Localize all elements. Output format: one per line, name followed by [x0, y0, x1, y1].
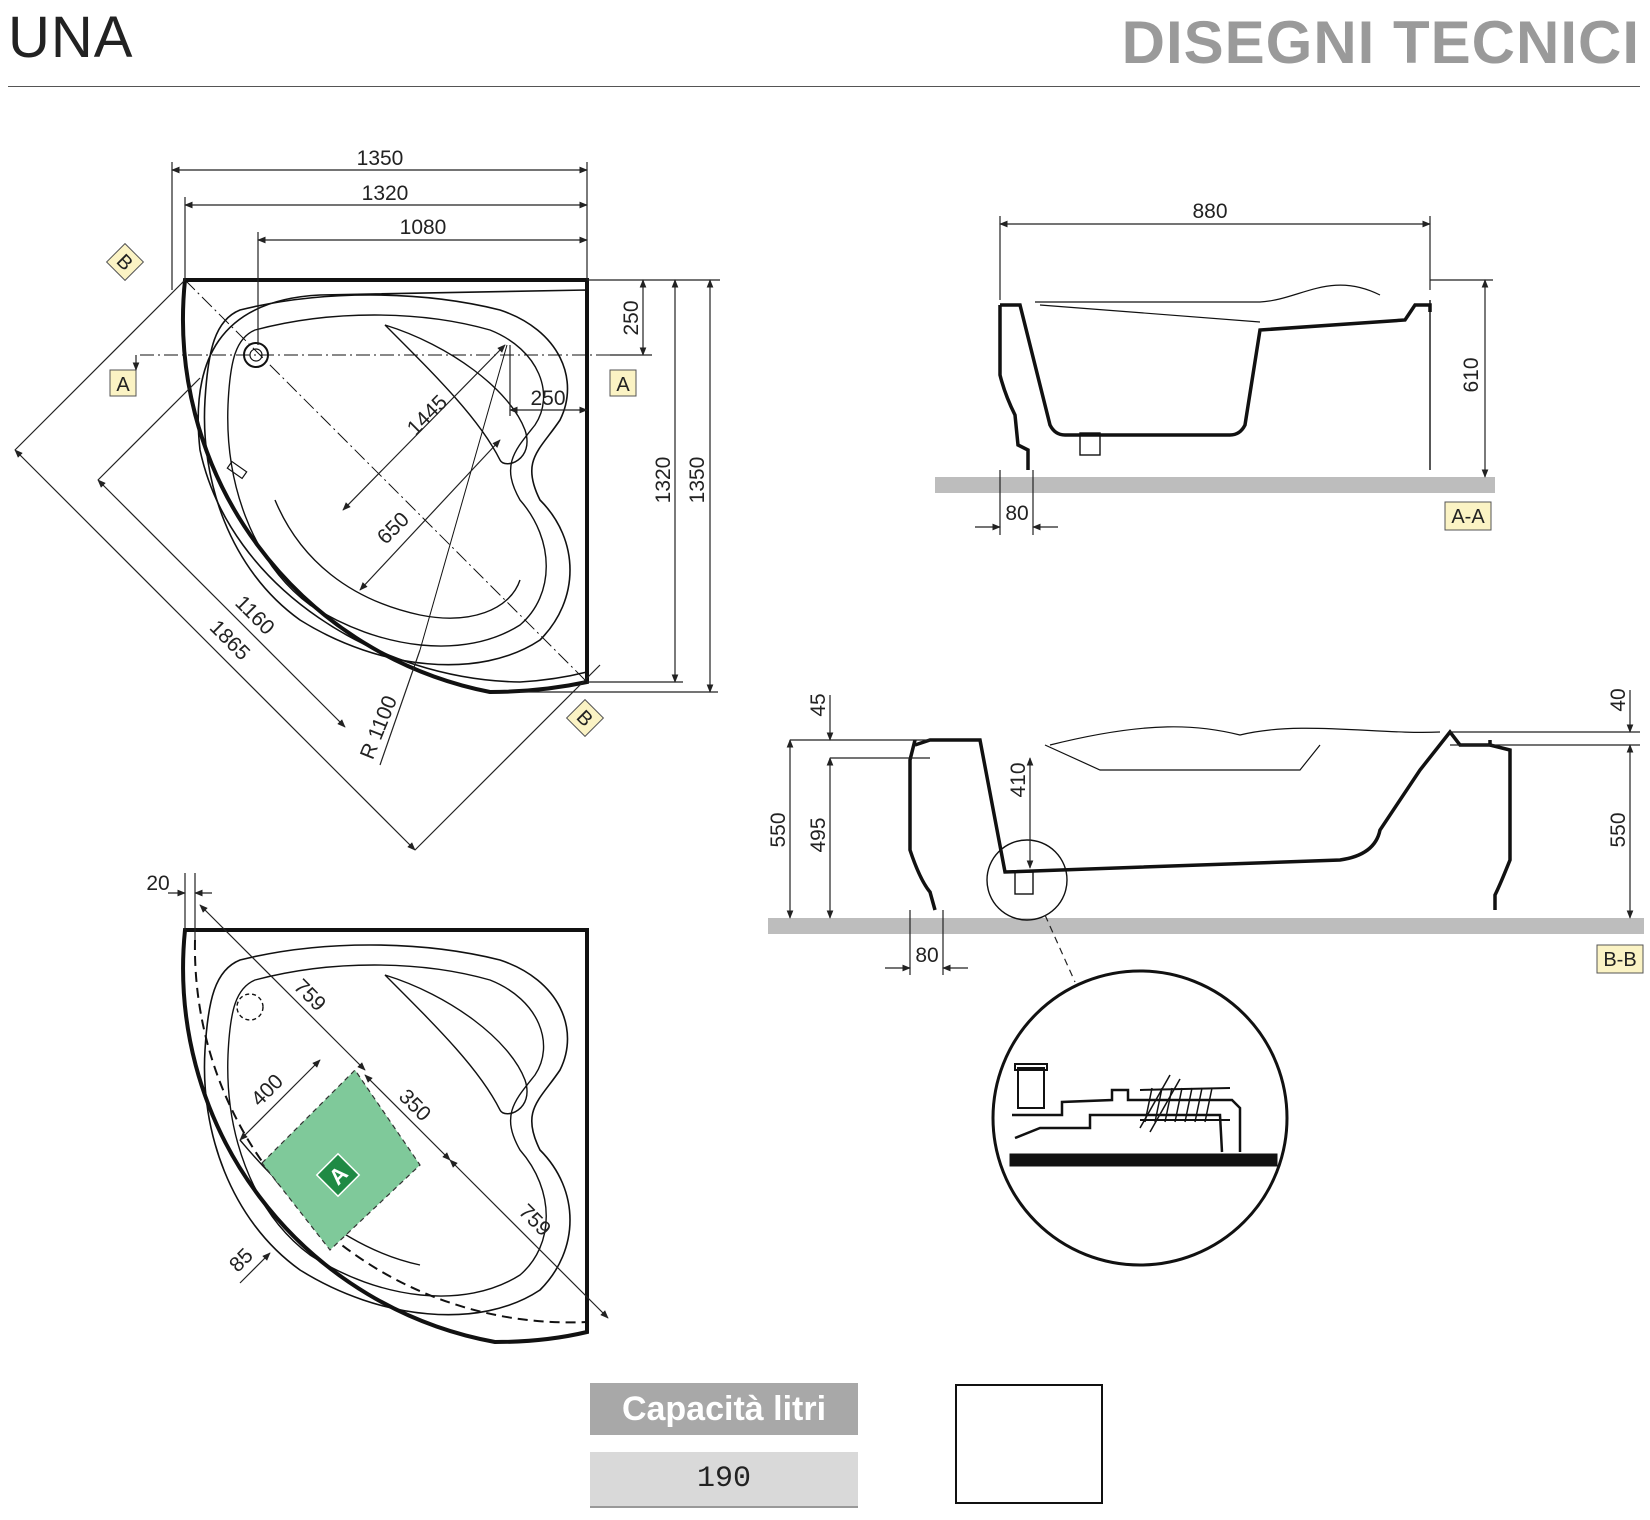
section-title: DISEGNI TECNICI [1121, 9, 1640, 76]
plan-top-dimensions [14, 162, 720, 851]
zone-a-tag: A [315, 1152, 361, 1198]
dim-40: 40 [1607, 688, 1630, 711]
dim-610: 610 [1460, 357, 1483, 392]
marker-b-bottom: B [565, 698, 605, 738]
section-a-a: 880 610 80 A-A [935, 200, 1495, 535]
marker-a-right: A [609, 369, 637, 397]
legend-box [955, 1384, 1103, 1504]
dim-1350: 1350 [357, 147, 404, 170]
dim-1080: 1080 [400, 216, 447, 239]
drain-detail [991, 969, 1289, 1267]
page-header: UNA DISEGNI TECNICI [0, 0, 1650, 90]
dim-45: 45 [807, 693, 830, 716]
section-markers: A A B B [105, 242, 637, 738]
dim-1320: 1320 [362, 182, 409, 205]
tag-b-b: B-B [1603, 949, 1636, 971]
dim-80-aa: 80 [1005, 502, 1028, 525]
dim-20: 20 [146, 872, 169, 895]
svg-text:A: A [616, 374, 630, 396]
header-divider [8, 86, 1640, 87]
dim-759-upper: 759 [289, 975, 330, 1016]
dim-r1100: R 1100 [356, 693, 402, 763]
svg-text:A: A [116, 374, 130, 396]
dim-250-vertical: 250 [620, 300, 643, 335]
installation-zone: A [261, 1069, 421, 1251]
section-b-b: 45 40 550 495 410 550 80 B-B [767, 688, 1644, 983]
dim-550-left: 550 [767, 812, 790, 847]
dim-880: 880 [1192, 200, 1227, 223]
marker-b-top: B [105, 242, 145, 282]
dim-495: 495 [807, 817, 830, 852]
marker-a-left: A [109, 355, 140, 397]
dim-80-bb: 80 [915, 944, 938, 967]
plan-bottom-dimensions [168, 873, 609, 1319]
tag-a-a: A-A [1451, 506, 1485, 528]
dim-410: 410 [1007, 762, 1030, 797]
dim-1445: 1445 [403, 391, 452, 440]
plan-top-dimension-labels: 1350 1320 1080 250 1320 1350 250 1445 65… [205, 147, 709, 763]
capacity-label: Capacità litri [590, 1383, 858, 1435]
dim-350: 350 [394, 1085, 435, 1126]
dim-400: 400 [247, 1070, 288, 1111]
dim-1320-vertical: 1320 [652, 457, 675, 504]
dim-650: 650 [373, 508, 414, 549]
dim-759-lower: 759 [514, 1200, 555, 1241]
capacity-value: 190 [590, 1452, 858, 1508]
product-title: UNA [8, 5, 134, 70]
dim-550-right: 550 [1607, 812, 1630, 847]
dim-1350-vertical: 1350 [686, 457, 709, 504]
dim-250-horizontal: 250 [530, 387, 565, 410]
dim-85: 85 [225, 1244, 258, 1277]
